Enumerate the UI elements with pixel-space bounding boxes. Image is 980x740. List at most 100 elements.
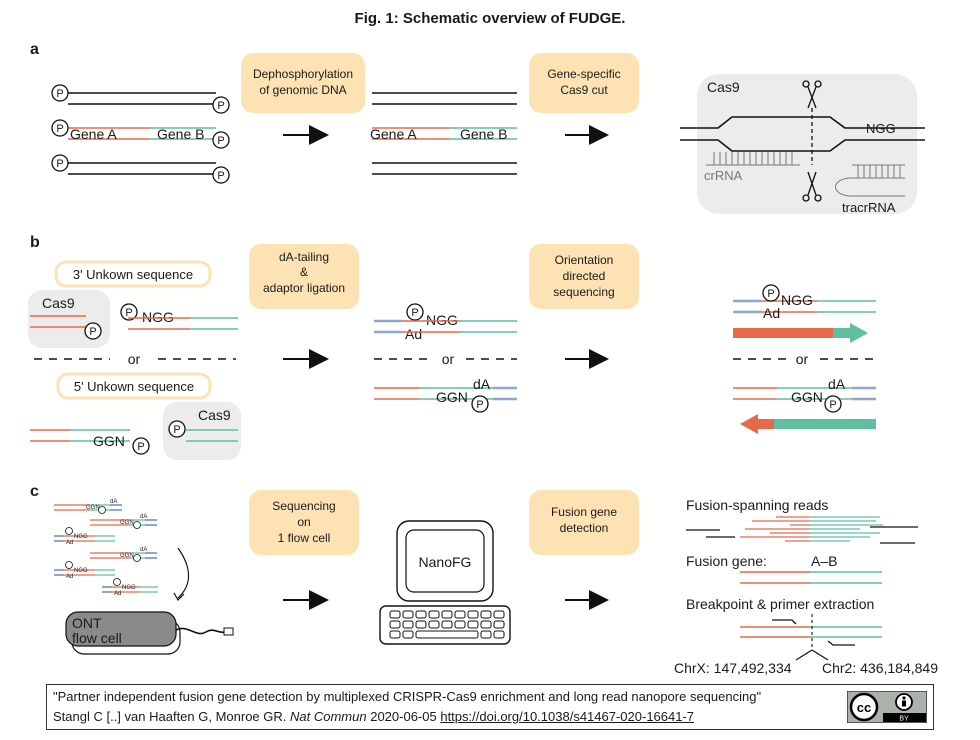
fusion-gene-strand bbox=[740, 571, 882, 584]
rna-comb bbox=[706, 152, 905, 197]
phosphate-icon: P bbox=[168, 420, 186, 438]
gene-a-label: Gene A bbox=[370, 126, 417, 142]
three-prime-tag bbox=[54, 260, 212, 288]
or-label: or bbox=[442, 351, 455, 367]
cas9-label: Cas9 bbox=[198, 407, 231, 423]
fusion-gene-label: Fusion gene: bbox=[686, 553, 767, 569]
citation-doi-link[interactable]: https://doi.org/10.1038/s41467-020-16641… bbox=[440, 709, 695, 724]
phosphate-icon: P bbox=[132, 437, 150, 455]
svg-text:NGG: NGG bbox=[74, 568, 88, 574]
cas9-blob bbox=[163, 402, 241, 460]
svg-text:on: on bbox=[297, 515, 310, 529]
figure-title: Fig. 1: Schematic overview of FUDGE. bbox=[355, 10, 626, 27]
svg-text:P: P bbox=[217, 135, 224, 147]
citation-title: "Partner independent fusion gene detecti… bbox=[53, 689, 762, 704]
or-label: or bbox=[128, 351, 141, 367]
svg-text:P: P bbox=[173, 424, 180, 436]
svg-text:sequencing: sequencing bbox=[553, 285, 614, 299]
step-box-adaptor-ligation bbox=[249, 244, 359, 309]
flow-cell-icon bbox=[65, 611, 234, 655]
da-label: dA bbox=[828, 376, 846, 392]
cas9-label: Cas9 bbox=[707, 79, 740, 95]
svg-text:Ad: Ad bbox=[66, 574, 73, 580]
ggn-label: GGN bbox=[93, 433, 125, 449]
svg-text:GGN: GGN bbox=[120, 553, 134, 559]
svg-text:Ad: Ad bbox=[66, 540, 73, 546]
step-box-orientation-sequencing bbox=[529, 244, 639, 309]
svg-text:P: P bbox=[217, 170, 224, 182]
ngg-label: NGG bbox=[781, 292, 813, 308]
step-box-dephosphorylation bbox=[241, 53, 365, 113]
five-prime-tag bbox=[56, 372, 212, 400]
mini-reads bbox=[54, 504, 158, 593]
step-box-cas9-cut bbox=[529, 53, 639, 113]
gene-b-label: Gene B bbox=[157, 126, 204, 142]
step-box-sequencing bbox=[249, 490, 359, 555]
svg-text:1 flow cell: 1 flow cell bbox=[278, 531, 331, 545]
ggn-label: GGN bbox=[791, 389, 823, 405]
by-label: BY bbox=[899, 716, 909, 723]
svg-text:P: P bbox=[125, 307, 132, 319]
svg-text:dA: dA bbox=[110, 499, 117, 505]
citation-journal: Nat Commun bbox=[290, 709, 367, 724]
cc-icon: cc bbox=[849, 692, 879, 722]
phosphate-icon: P bbox=[471, 395, 489, 413]
sequencing-arrow-right bbox=[733, 323, 868, 343]
phosphate-icon: P bbox=[84, 322, 102, 340]
svg-text:dA: dA bbox=[140, 547, 147, 553]
phosphate-icon: P bbox=[824, 395, 842, 413]
svg-text:NGG: NGG bbox=[122, 585, 136, 591]
cas9-complex: Cas9 NGG crRNA tracrRNA bbox=[680, 74, 925, 215]
flow-cell-label: flow cell bbox=[72, 630, 122, 646]
svg-text:P: P bbox=[829, 399, 836, 411]
scissors-icon bbox=[802, 80, 822, 109]
da-label: dA bbox=[473, 376, 491, 392]
svg-text:NGG: NGG bbox=[74, 534, 88, 540]
ggn-label: GGN bbox=[436, 389, 468, 405]
step-box-fusion-detection bbox=[529, 490, 639, 555]
svg-text:P: P bbox=[476, 399, 483, 411]
svg-text:P: P bbox=[411, 307, 418, 319]
breakpoint-label: Breakpoint & primer extraction bbox=[686, 596, 874, 612]
phosphate-icon: P bbox=[406, 303, 424, 321]
panel-a-dna-middle bbox=[372, 92, 517, 175]
svg-text:dA: dA bbox=[140, 514, 147, 520]
panel-b-label: b bbox=[30, 234, 40, 251]
svg-text:Gene-specific: Gene-specific bbox=[547, 67, 620, 81]
svg-text:P: P bbox=[137, 441, 144, 453]
phosphate-icon: P bbox=[762, 284, 780, 302]
fusion-reads-label: Fusion-spanning reads bbox=[686, 497, 828, 513]
svg-text:Ad: Ad bbox=[114, 591, 121, 597]
svg-text:Orientation: Orientation bbox=[555, 253, 614, 267]
svg-text:&: & bbox=[300, 265, 308, 279]
or-label: or bbox=[796, 351, 809, 367]
nanofg-label: NanoFG bbox=[419, 554, 472, 570]
svg-text:3' Unkown sequence: 3' Unkown sequence bbox=[73, 267, 193, 282]
crrna-label: crRNA bbox=[704, 168, 743, 183]
svg-text:P: P bbox=[767, 288, 774, 300]
svg-text:Fusion gene: Fusion gene bbox=[551, 505, 617, 519]
curved-arrow-icon bbox=[177, 547, 190, 599]
phosphate-icon: P bbox=[120, 303, 138, 321]
svg-text:Dephosphorylation: Dephosphorylation bbox=[253, 67, 353, 81]
svg-text:of genomic DNA: of genomic DNA bbox=[259, 83, 346, 97]
svg-text:P: P bbox=[89, 326, 96, 338]
fudge-schematic: Fig. 1: Schematic overview of FUDGE. a P… bbox=[28, 10, 938, 676]
svg-text:P: P bbox=[56, 158, 63, 170]
sequencing-arrow-left bbox=[740, 414, 876, 434]
ngg-label: NGG bbox=[866, 121, 896, 136]
chr2-coordinate: Chr2: 436,184,849 bbox=[822, 660, 938, 676]
citation-date: 2020-06-05 bbox=[370, 709, 437, 724]
tracrrna-label: tracrRNA bbox=[842, 200, 896, 215]
ngg-label: NGG bbox=[426, 312, 458, 328]
fusion-gene-value: A–B bbox=[811, 553, 837, 569]
svg-text:cc: cc bbox=[857, 700, 871, 715]
cc-by-license-badge[interactable]: cc BY bbox=[847, 691, 927, 723]
phosphate-icon: P P P P P P bbox=[51, 84, 230, 184]
mini-read-labels: GGN dA GGN dA NGG Ad GGN dA NGG Ad NGG A… bbox=[65, 499, 147, 597]
svg-text:adaptor ligation: adaptor ligation bbox=[263, 281, 345, 295]
panel-c-label: c bbox=[30, 483, 39, 500]
svg-text:dA-tailing: dA-tailing bbox=[279, 250, 329, 264]
gene-a-label: Gene A bbox=[70, 126, 117, 142]
citation-authors: Stangl C [..] van Haaften G, Monroe GR. bbox=[53, 709, 287, 724]
